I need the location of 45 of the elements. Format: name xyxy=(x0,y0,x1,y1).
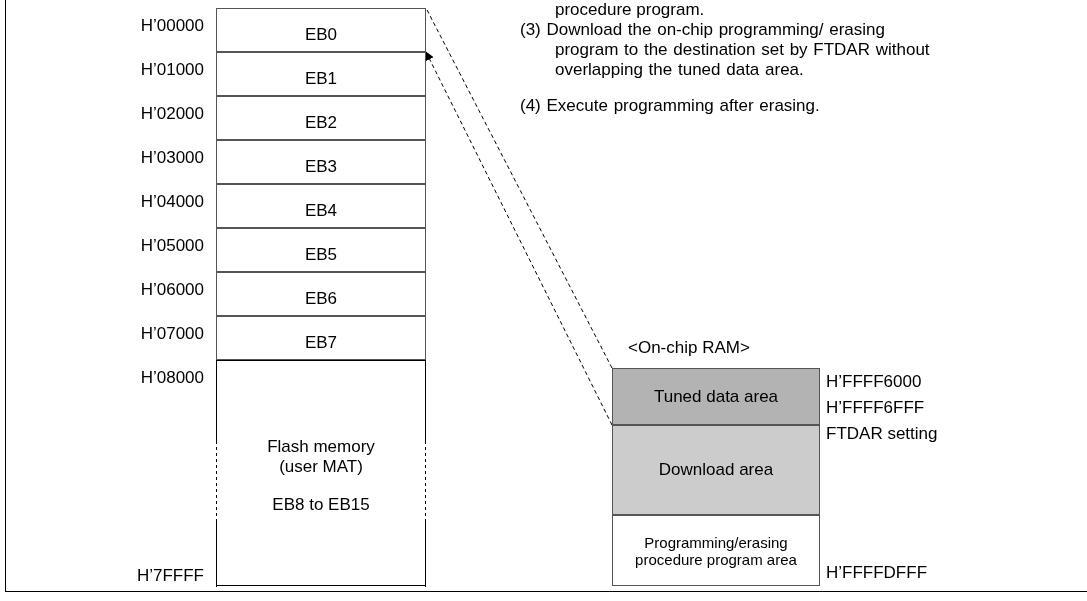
address-label: H’7FFFF xyxy=(136,566,204,586)
address-label: H’01000 xyxy=(140,60,204,80)
block-label: EB5 xyxy=(304,245,338,265)
memory-region xyxy=(612,425,820,515)
block-label: Programming/erasing procedure program area xyxy=(634,533,798,568)
block-label: EB8 to EB15 xyxy=(271,495,371,515)
dashed-arrow xyxy=(425,51,613,426)
memory-block xyxy=(216,140,426,184)
memory-block xyxy=(216,52,426,96)
block-label: Tuned data area xyxy=(653,386,779,407)
block-label: EB0 xyxy=(304,25,338,45)
block-label: EB3 xyxy=(304,157,338,177)
address-label: H’07000 xyxy=(140,324,204,344)
address-label: H’06000 xyxy=(140,280,204,300)
address-label: H’05000 xyxy=(140,236,204,256)
note-text: procedure program. xyxy=(555,0,705,20)
note-text: (3) Download the on-chip programming/ erasing program to the destination set by FTDAR without overlapping the tuned data area. xyxy=(520,20,931,80)
address-label: H’08000 xyxy=(140,368,204,388)
memory-block xyxy=(216,8,426,52)
block-label: EB7 xyxy=(304,333,338,353)
address-label: H’02000 xyxy=(140,104,204,124)
memory-region xyxy=(612,368,820,425)
block-label: EB1 xyxy=(304,69,338,89)
memory-block xyxy=(216,96,426,140)
memory-region xyxy=(216,360,426,586)
setting-label: FTDAR setting xyxy=(826,424,938,444)
address-label: H’FFFF6000 xyxy=(826,372,922,392)
memory-block xyxy=(216,228,426,272)
dashed-line xyxy=(425,7,613,369)
memory-region xyxy=(612,515,820,586)
address-label: H’04000 xyxy=(140,192,204,212)
block-label: EB4 xyxy=(304,201,338,221)
section-heading: <On-chip RAM> xyxy=(628,338,750,358)
block-label: EB6 xyxy=(304,289,338,309)
address-label: H’FFFFDFFF xyxy=(826,563,928,583)
block-label: Download area xyxy=(658,460,774,480)
memory-block xyxy=(216,272,426,316)
address-label: H’00000 xyxy=(140,16,204,36)
address-label: H’FFFF6FFF xyxy=(826,398,925,418)
block-label: EB2 xyxy=(304,113,338,133)
memory-block xyxy=(216,184,426,228)
block-label: Flash memory (user MAT) xyxy=(266,437,376,477)
note-text: (4) Execute programming after erasing. xyxy=(520,96,821,116)
memory-block xyxy=(216,316,426,360)
address-label: H’03000 xyxy=(140,148,204,168)
